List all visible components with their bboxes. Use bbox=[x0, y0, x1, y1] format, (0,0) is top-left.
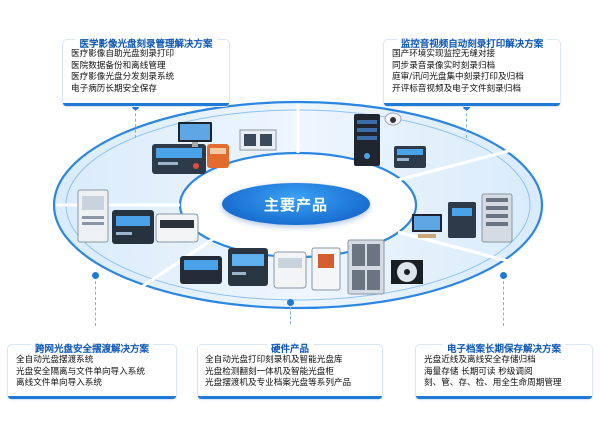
medical-item: 电子病历长期安全保存 bbox=[71, 83, 157, 94]
optical-cabinet-icon bbox=[481, 193, 513, 243]
disc-printer-icon bbox=[155, 213, 199, 243]
archive-workstation-icon bbox=[239, 129, 277, 151]
crossnet-solution-title: 跨网光盘安全摆渡解决方案 bbox=[30, 344, 153, 355]
crossnet-item: 离线文件单向导入系统 bbox=[16, 378, 102, 389]
hardware-item: 光盘摆渡机及专业档案光盘等系列产品 bbox=[205, 378, 352, 389]
crossnet-item: 全自动光盘摆渡系统 bbox=[16, 355, 94, 365]
connector-crossnet bbox=[95, 276, 96, 326]
ferry-machine-icon bbox=[311, 247, 341, 291]
ferry-machine-icon bbox=[77, 189, 109, 243]
cctv-camera-icon bbox=[384, 112, 402, 126]
archive-item: 刻、管、存、检、用全生命周期管理 bbox=[424, 378, 562, 389]
medical-item: 医疗影像自助光盘刻录打印 bbox=[71, 49, 175, 59]
hardware-item: 全自动光盘打印刻录机及智能光盘库 bbox=[205, 355, 343, 365]
crossnet-item: 光盘安全隔离与文件单向导入系统 bbox=[16, 366, 145, 377]
medical-solution-title: 医学影像光盘刻录管理解决方案 bbox=[75, 39, 217, 50]
connector-medical bbox=[135, 108, 136, 138]
disc-publisher-icon bbox=[152, 144, 206, 174]
disc-library-icon bbox=[394, 146, 426, 168]
connector-dot-medical bbox=[132, 103, 139, 110]
surveillance-solution-title: 监控音视频自动刻录打印解决方案 bbox=[396, 39, 548, 50]
accent-bar bbox=[198, 396, 382, 399]
surveillance-item: 同步录音录像实时刻录归档 bbox=[392, 60, 496, 71]
surveillance-item: 庭审/讯问光盘集中刻录打印及归档 bbox=[392, 72, 524, 83]
disc-publisher-icon bbox=[228, 248, 268, 286]
accent-bar bbox=[416, 396, 592, 399]
archive-solution-title: 电子档案长期保存解决方案 bbox=[442, 344, 565, 355]
crossnet-solution-box: 跨网光盘安全摆渡解决方案 全自动光盘摆渡系统 光盘安全隔离与文件单向导入系统 离… bbox=[8, 344, 176, 399]
medical-item: 医疗影像光盘分发刻录系统 bbox=[71, 72, 175, 83]
main-products-label: 主要产品 bbox=[263, 195, 328, 214]
surveillance-item: 开评标音视频及电子文件刻录归档 bbox=[392, 83, 521, 94]
disc-publisher-icon bbox=[112, 210, 154, 244]
server-rack-icon bbox=[354, 114, 380, 166]
medical-item: 医院数据备份和离线管理 bbox=[71, 60, 166, 71]
main-products-badge: 主要产品 bbox=[222, 183, 370, 225]
connector-surveillance bbox=[466, 108, 467, 138]
connector-dot-archive bbox=[500, 272, 507, 279]
accent-bar bbox=[384, 103, 560, 106]
connector-dot-hardware bbox=[287, 299, 294, 306]
optical-cabinet-icon bbox=[347, 239, 385, 295]
archive-solution-box: 电子档案长期保存解决方案 光盘近线及离线安全存储归档 海量存储 长期可读 秒级调… bbox=[416, 344, 592, 399]
disc-library-icon bbox=[448, 202, 476, 238]
medical-solution-box: 医学影像光盘刻录管理解决方案 医疗影像自助光盘刻录打印 医院数据备份和离线管理 … bbox=[63, 39, 229, 106]
archive-item: 光盘近线及离线安全存储归档 bbox=[424, 355, 536, 365]
accent-bar bbox=[63, 103, 229, 106]
disc-publisher-icon bbox=[180, 256, 222, 284]
connector-dot-surveillance bbox=[463, 103, 470, 110]
surveillance-item: 国产环境实现监控无缝对接 bbox=[392, 49, 496, 59]
disc-printer-icon bbox=[273, 251, 307, 289]
blu-ray-disc-icon bbox=[391, 260, 423, 284]
archive-item: 海量存储 长期可读 秒级调阅 bbox=[424, 366, 533, 377]
pc-workstation-icon bbox=[178, 122, 212, 147]
connector-archive bbox=[503, 276, 504, 326]
connector-hardware bbox=[290, 302, 291, 324]
hardware-products-box: 硬件产品 全自动光盘打印刻录机及智能光盘库 光盘检测翻刻一体机及智能光盘柜 光盘… bbox=[198, 344, 382, 399]
disc-printer-icon bbox=[207, 144, 229, 168]
hardware-item: 光盘检测翻刻一体机及智能光盘柜 bbox=[205, 366, 334, 377]
surveillance-solution-box: 监控音视频自动刻录打印解决方案 国产环境实现监控无缝对接 同步录音录像实时刻录归… bbox=[384, 39, 560, 106]
pc-workstation-icon bbox=[412, 214, 442, 238]
connector-dot-crossnet bbox=[92, 272, 99, 279]
accent-bar bbox=[8, 396, 176, 399]
hardware-products-title: 硬件产品 bbox=[266, 344, 313, 355]
